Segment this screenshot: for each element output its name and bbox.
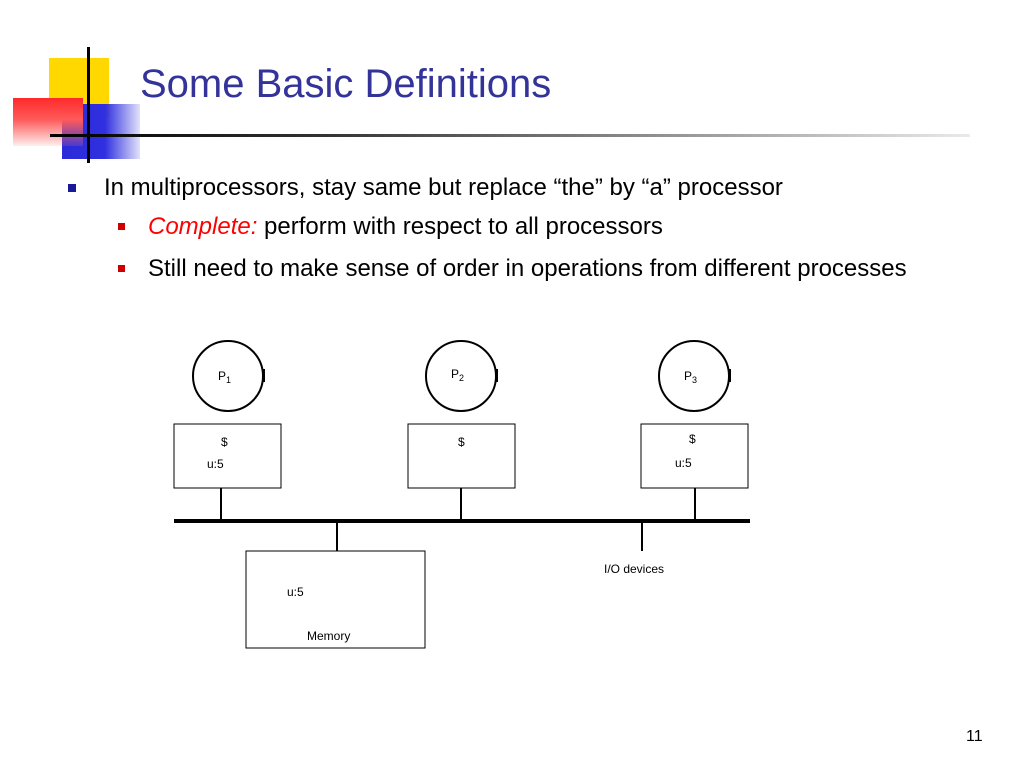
bullet-main: In multiprocessors, stay same but replac… — [68, 174, 783, 202]
bullet-square-icon — [68, 184, 76, 192]
bullet-main-text: In multiprocessors, stay same but replac… — [104, 174, 783, 201]
cache-1-symbol: $ — [221, 435, 228, 449]
bullet-square-icon — [118, 223, 125, 230]
bullet-sub-complete: Complete: perform with respect to all pr… — [118, 211, 938, 243]
cache-3-symbol: $ — [689, 432, 696, 446]
decor-red-square — [13, 98, 83, 146]
complete-definition: perform with respect to all processors — [257, 213, 663, 240]
cache-1-box — [173, 423, 282, 489]
bullet-sub-order: Still need to make sense of order in ope… — [118, 253, 938, 285]
slide-title: Some Basic Definitions — [140, 62, 552, 106]
processor-3-label: P3 — [684, 369, 697, 385]
memory-value: u:5 — [287, 585, 304, 599]
cache-3-box — [640, 423, 749, 489]
bullet-square-icon — [118, 265, 125, 272]
memory-label: Memory — [307, 629, 350, 643]
cache-1-value: u:5 — [207, 457, 224, 471]
decor-vertical-line — [87, 47, 90, 163]
memory-box — [245, 550, 426, 649]
cache-3-value: u:5 — [675, 456, 692, 470]
processor-1-label: P1 — [218, 369, 231, 385]
complete-term: Complete: — [148, 213, 258, 240]
page-number: 11 — [966, 728, 983, 745]
title-underline — [50, 134, 970, 137]
processor-2-label: P2 — [451, 367, 464, 383]
cache-2-box — [407, 423, 516, 489]
cache-2-symbol: $ — [458, 435, 465, 449]
io-devices-label: I/O devices — [604, 562, 664, 576]
bullet-sub-order-text: Still need to make sense of order in ope… — [148, 255, 907, 282]
